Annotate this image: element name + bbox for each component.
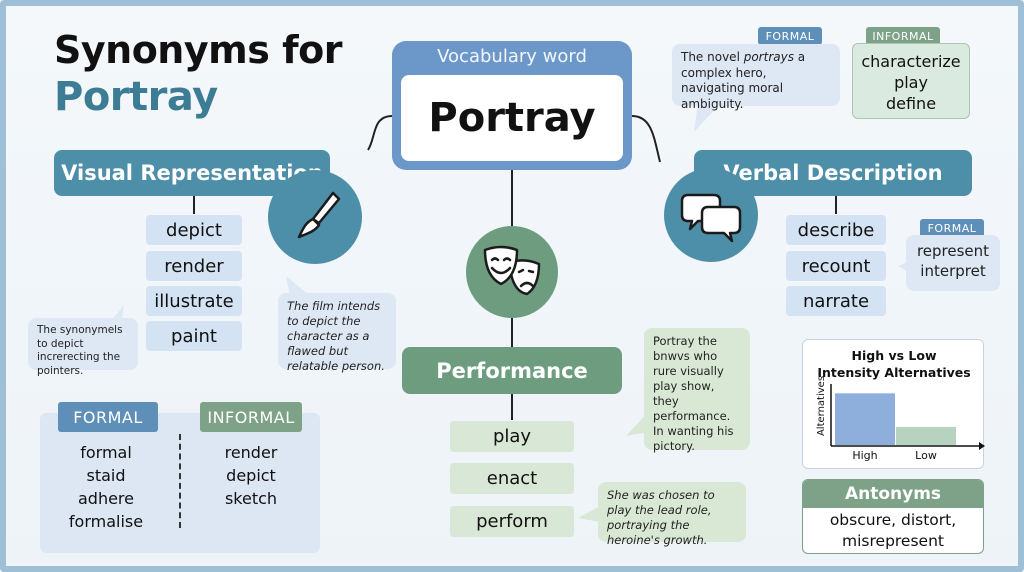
chart-title-line2: Intensity Alternatives (817, 365, 970, 380)
theater-masks-icon (483, 245, 541, 296)
example-performance: She was chosen to play the lead role, po… (598, 482, 746, 547)
synonym-narrate: narrate (786, 286, 886, 316)
page-title-line1: Synonyms for (54, 28, 342, 72)
connector-verbal (631, 115, 661, 163)
note-performance: Portray the bnwvs who rure visually play… (644, 328, 750, 453)
intensity-chart: High vs Low Intensity Alternatives Alter… (816, 348, 985, 462)
synonym-describe: describe (786, 215, 886, 245)
branch-performance: Performance (402, 347, 622, 394)
informal-word-characterize: characterize (861, 52, 961, 71)
formal-word-represent: represent (916, 242, 990, 260)
chart-tick-low: Low (915, 449, 937, 462)
synonym-perform: perform (450, 506, 574, 537)
formal-words-verbal: represent interpret (906, 235, 1000, 291)
antonyms-card: Antonyms obscure, distort, misrepresent (802, 479, 984, 554)
synonym-play: play (450, 421, 574, 452)
verbal-icon-circle (664, 168, 758, 262)
example-visual: The film intends to depict the character… (278, 293, 396, 373)
performance-icon-circle (466, 226, 558, 318)
synonym-enact: enact (450, 463, 574, 494)
chart-y-axis-label: Alternatives (816, 376, 827, 436)
visual-icon-circle (268, 170, 362, 264)
synonym-render: render (146, 251, 242, 281)
vocabulary-word: Portray (401, 75, 623, 161)
example-visual-text: The film intends to depict the character… (287, 299, 385, 373)
chart-bar-low (896, 426, 956, 445)
informal-word-depict: depict (226, 466, 276, 485)
tag-formal-verbal: FORMAL (920, 219, 984, 237)
tag-informal-register: INFORMAL (200, 402, 302, 432)
synonym-depict: depict (146, 215, 242, 245)
tag-formal-register: FORMAL (58, 402, 158, 432)
informal-box-verbal: characterize play define (852, 43, 970, 119)
example-verbal: The novel portrays a complex hero, navig… (672, 44, 840, 111)
synonym-paint: paint (146, 321, 242, 351)
chart-tick-labels: High Low (852, 449, 936, 462)
formal-word-interpret: interpret (920, 262, 986, 280)
example-performance-text: She was chosen to play the lead role, po… (607, 488, 715, 547)
informal-word-sketch: sketch (224, 489, 278, 508)
antonyms-words: obscure, distort, misrepresent (829, 511, 957, 550)
example-verbal-emphasis: portrays (743, 50, 794, 64)
bubble-tail-perf-top (626, 412, 648, 436)
formal-word-formalise: formalise (68, 512, 144, 531)
chart-tick-high: High (852, 449, 877, 462)
register-divider (179, 434, 181, 528)
synonym-recount: recount (786, 251, 886, 281)
informal-word-render: render (224, 443, 278, 462)
chart-x-axis-arrow (979, 442, 985, 450)
chart-bars (835, 393, 956, 445)
bubble-tail-example (286, 276, 310, 296)
tag-formal-example: FORMAL (758, 27, 822, 45)
informal-word-define: define (885, 94, 937, 113)
formal-word-staid: staid (86, 466, 126, 485)
bubble-tail-verbal (694, 104, 720, 132)
page-title-line2: Portray (54, 74, 218, 120)
connector-visual (367, 115, 393, 151)
intensity-chart-card: High vs Low Intensity Alternatives Alter… (802, 339, 985, 469)
chart-title-line1: High vs Low (852, 348, 937, 363)
note-visual-left: The synonymels to depict increrecting th… (28, 318, 138, 377)
formal-word-list: formal staid adhere formalise (56, 441, 156, 533)
informal-word-play: play (894, 73, 928, 92)
chart-bar-high (835, 393, 895, 445)
vocabulary-label: Vocabulary word (437, 46, 587, 67)
speech-bubbles-icon (680, 193, 742, 243)
tag-informal-verbal: INFORMAL (866, 27, 940, 45)
paintbrush-icon (297, 191, 341, 239)
informal-word-list: render depict sketch (200, 441, 302, 510)
formal-word-adhere: adhere (77, 489, 134, 508)
antonyms-title: Antonyms (803, 480, 983, 508)
synonym-illustrate: illustrate (146, 286, 242, 316)
bubble-tail-perf-bottom (578, 506, 600, 522)
formal-word-formal: formal (80, 443, 132, 462)
